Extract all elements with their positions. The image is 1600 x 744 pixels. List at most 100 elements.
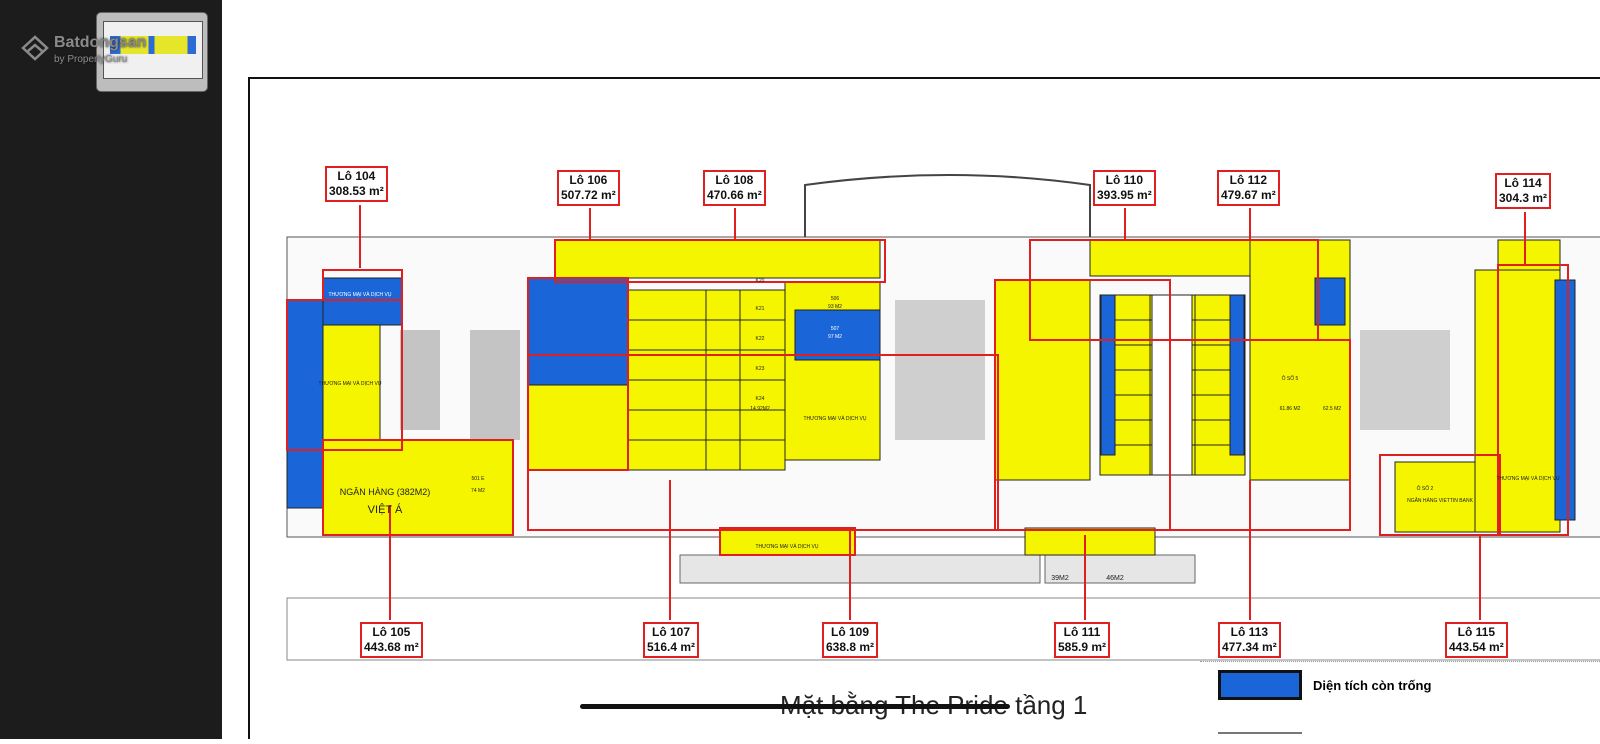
outline-lo115 bbox=[1379, 454, 1501, 536]
zone-lo115 bbox=[1474, 269, 1561, 533]
label-k21: K21 bbox=[756, 306, 765, 312]
outline-lo113 bbox=[1169, 339, 1351, 531]
vacant-lo105-side bbox=[286, 299, 324, 509]
lot-name: Lô 107 bbox=[652, 625, 691, 639]
label-o-so-2: Ô SỐ 2 bbox=[1417, 485, 1434, 492]
label-k-area: 14.92M2 bbox=[750, 406, 770, 412]
label-506-area: 93 M2 bbox=[828, 304, 842, 310]
vacant-o-so-10 bbox=[1314, 277, 1346, 326]
zone-top-strip-left bbox=[554, 239, 881, 279]
lot-name: Lô 115 bbox=[1457, 625, 1496, 639]
vacant-lo104 bbox=[322, 277, 403, 326]
label-o-so-6-area: 62.5 M2 bbox=[1323, 406, 1341, 412]
watermark-sub: by PropertyGuru bbox=[54, 54, 128, 65]
label-trade-lo108: THƯƠNG MẠI VÀ DỊCH VỤ bbox=[803, 415, 866, 422]
stair-core-2 bbox=[470, 330, 520, 440]
outline-lo107 bbox=[527, 354, 999, 531]
lot-name: Lô 113 bbox=[1230, 625, 1269, 639]
stair-core-1 bbox=[400, 330, 440, 430]
label-bank-viettin: NGÂN HÀNG VIETTIN BANK bbox=[1407, 497, 1474, 504]
zone-lo111-strip bbox=[1024, 527, 1156, 556]
home-indicator-bar[interactable] bbox=[580, 704, 1010, 709]
outline-lo105a bbox=[286, 299, 403, 451]
label-46m2: 46M2 bbox=[1106, 575, 1124, 582]
lot-name: Lô 112 bbox=[1229, 173, 1268, 187]
zone-bank-viet-a bbox=[322, 439, 514, 536]
label-501e: 501 E bbox=[471, 476, 485, 482]
zone-top-strip-right bbox=[1089, 239, 1251, 277]
lot-name: Lô 104 bbox=[337, 169, 376, 183]
thumbnail-preview bbox=[103, 21, 203, 79]
lot-name: Lô 105 bbox=[372, 625, 411, 639]
legend-swatch-vacant bbox=[1218, 670, 1302, 700]
vacant-kiosk-left bbox=[1100, 294, 1116, 456]
label-507-area: 97 M2 bbox=[828, 334, 842, 340]
lot-name: Lô 114 bbox=[1504, 176, 1542, 190]
label-trade-lo115: THƯƠNG MẠI VÀ DỊCH VỤ bbox=[1496, 475, 1559, 482]
central-lobby-canopy bbox=[804, 174, 1091, 237]
outline-lo108 bbox=[554, 239, 886, 283]
lot-area: 308.53 m² bbox=[329, 184, 384, 198]
page-frame bbox=[248, 77, 1600, 739]
vacant-lo115-side bbox=[1554, 279, 1576, 521]
lift-core-center bbox=[895, 300, 985, 440]
lot-area: 304.3 m² bbox=[1499, 191, 1548, 205]
lot-area: 393.95 m² bbox=[1097, 188, 1152, 202]
lot-name: Lô 109 bbox=[831, 625, 870, 639]
entrance-steps bbox=[679, 554, 1041, 584]
zone-lo113 bbox=[1249, 239, 1351, 481]
label-k24: K24 bbox=[756, 396, 765, 402]
outline-lo105b bbox=[322, 439, 514, 536]
house-logo-icon bbox=[21, 35, 49, 61]
lot-area: 638.8 m² bbox=[826, 640, 875, 654]
lot-name: Lô 106 bbox=[569, 173, 608, 187]
label-39m2: 39M2 bbox=[1051, 575, 1069, 582]
lot-name: Lô 111 bbox=[1063, 625, 1101, 639]
label-506: 506 bbox=[831, 296, 840, 302]
stair-core-right bbox=[1360, 330, 1450, 430]
label-k20: K20 bbox=[756, 278, 765, 284]
label-bank-viet-a: NGÂN HÀNG (382M2) bbox=[340, 487, 431, 497]
label-trade-lo104: THƯƠNG MẠI VÀ DỊCH VỤ bbox=[328, 291, 391, 298]
label-trade-lo109: THƯƠNG MẠI VÀ DỊCH VỤ bbox=[755, 543, 818, 550]
entrance-steps-right bbox=[1044, 554, 1196, 584]
label-k23: K23 bbox=[756, 366, 765, 372]
label-o-so-5: Ô SỐ 5 bbox=[1282, 375, 1299, 382]
lot-area: 516.4 m² bbox=[647, 640, 696, 654]
image-thumbnail[interactable] bbox=[96, 12, 208, 92]
zone-lo107-shops bbox=[527, 384, 629, 471]
label-trade-lo105: THƯƠNG MẠI VÀ DỊCH VỤ bbox=[318, 380, 381, 387]
vacant-507 bbox=[794, 309, 881, 361]
zone-lo111-big bbox=[994, 279, 1091, 481]
lot-area: 470.66 m² bbox=[707, 188, 762, 202]
floor-plan-drawing: NGÂN HÀNG (382M2) VIỆT Á 501 E 74 M2 THƯ… bbox=[248, 77, 1600, 739]
lot-area: 477.34 m² bbox=[1222, 640, 1277, 654]
vacant-kiosk-right bbox=[1229, 294, 1245, 456]
zone-lo109-strip bbox=[719, 527, 856, 556]
viewer-sidebar: Batdongsan by PropertyGuru bbox=[0, 0, 222, 739]
outline-lo114 bbox=[1497, 264, 1569, 536]
vacant-lo106 bbox=[527, 277, 629, 386]
lot-area: 585.9 m² bbox=[1058, 640, 1107, 654]
lot-name: Lô 110 bbox=[1105, 173, 1144, 187]
legend-divider bbox=[1200, 661, 1600, 662]
label-501e-area: 74 M2 bbox=[471, 488, 485, 494]
lot-area: 443.68 m² bbox=[364, 640, 419, 654]
sidewalk bbox=[286, 597, 1600, 661]
watermark-brand: Batdongsan bbox=[54, 34, 147, 51]
legend-label-vacant: Diện tích còn trống bbox=[1313, 678, 1432, 693]
legend-swatch-second bbox=[1218, 732, 1302, 744]
lot-area: 443.54 m² bbox=[1449, 640, 1504, 654]
lot-area: 507.72 m² bbox=[561, 188, 616, 202]
label-507: 507 bbox=[831, 326, 840, 332]
